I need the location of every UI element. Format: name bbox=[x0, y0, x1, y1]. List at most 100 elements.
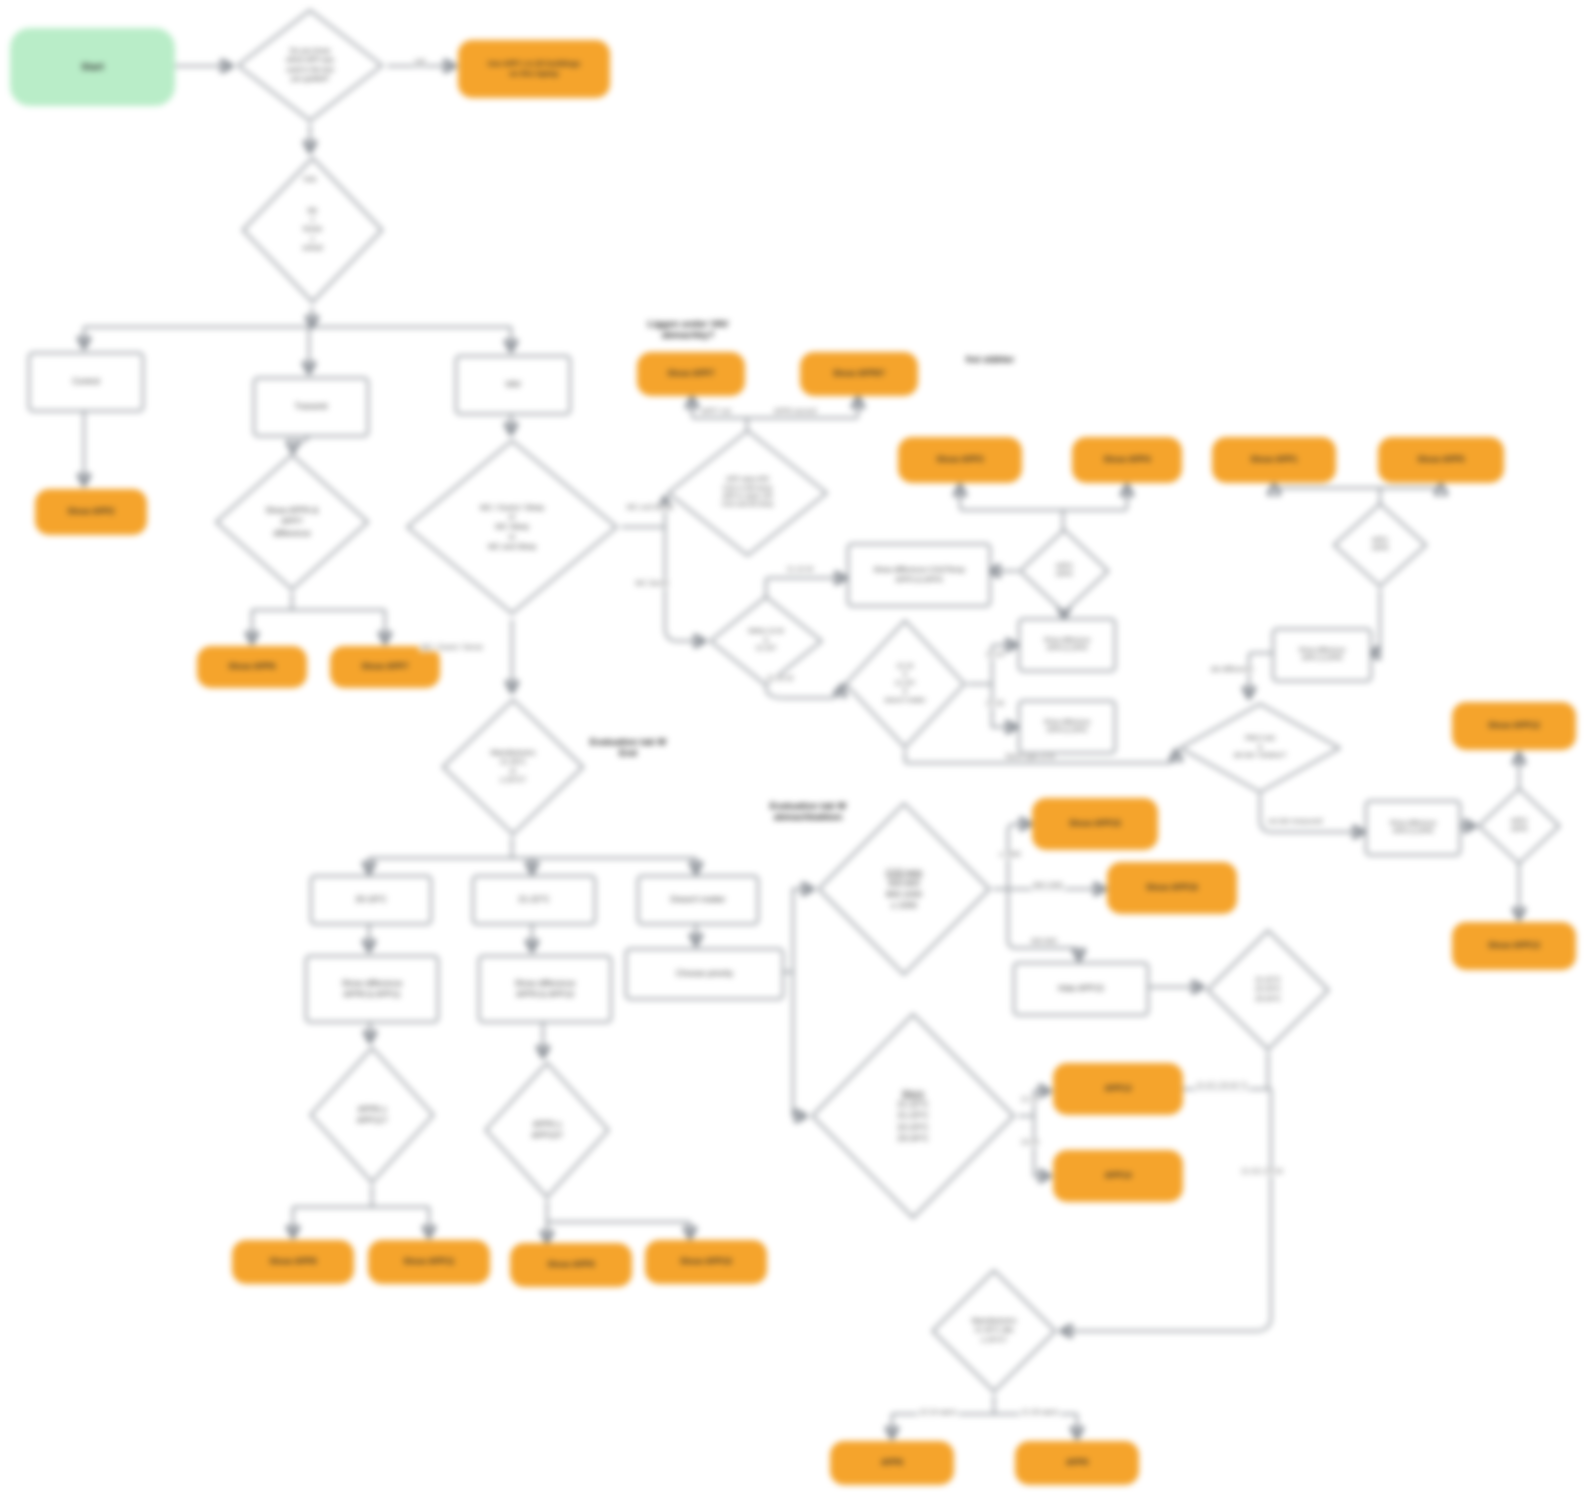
edge-label-app8-second: APP8 second bbox=[771, 408, 819, 416]
box-show-diff-app4-2[interactable]: Show difference APP4 & APP2 bbox=[1018, 700, 1116, 754]
edge-label-same-type: Same type of W bbox=[1003, 753, 1057, 761]
decision-co2-temp-values[interactable]: APP value 600 CO2 in 600 temp APP to val… bbox=[665, 428, 830, 558]
node-label: Show difference APP9 & APP10 bbox=[514, 977, 576, 999]
action-show-app4[interactable]: Show APP4 bbox=[1072, 437, 1182, 483]
decision-temp-bands[interactable]: 21-22°C 22-23°C 23-24°C bbox=[1205, 928, 1331, 1052]
action-app9[interactable]: APP9 bbox=[1015, 1441, 1139, 1485]
decision-room-type[interactable]: WC / Guest / Sleep or WC Sleep or WC and… bbox=[403, 437, 621, 617]
box-vav[interactable]: VAV bbox=[455, 355, 571, 415]
box-show-diff-app3-4[interactable]: Show difference APP3 & APP4 bbox=[1018, 618, 1116, 672]
node-label: APP14 bbox=[1104, 1170, 1132, 1181]
node-label: Show APP9 bbox=[547, 1259, 595, 1270]
node-label: Manufacturers 21-26°C or ≥ 24°C? bbox=[490, 749, 536, 785]
action-show-app1[interactable]: Show APP1 bbox=[1212, 437, 1336, 483]
action-show-app16[interactable]: Show APP16 bbox=[1107, 862, 1237, 914]
diamond-shape bbox=[240, 155, 385, 305]
decision-app8-ge-app11[interactable]: APP8 ≥ APP11? bbox=[308, 1045, 436, 1185]
action-show-app3[interactable]: Show APP3 bbox=[898, 437, 1022, 483]
action-show-app9[interactable]: Show APP9 bbox=[510, 1243, 632, 1287]
diamond-shape bbox=[665, 428, 830, 558]
node-label: Transmit bbox=[294, 401, 328, 412]
node-label: Show APP7 bbox=[667, 368, 715, 379]
box-show-diff-app8-11[interactable]: Show difference APP8 & APP11 bbox=[305, 955, 439, 1023]
node-label: APP value 600 CO2 in 600 temp APP to val… bbox=[721, 476, 774, 509]
box-20-19c[interactable]: 20-19°C bbox=[310, 875, 432, 925]
box-21-22c[interactable]: 21-22°C bbox=[472, 875, 596, 925]
box-control[interactable]: Control bbox=[28, 352, 144, 412]
node-label: Show difference CO2/Temp APP3 & APP4 bbox=[873, 565, 965, 584]
node-label: Doesn't matter bbox=[670, 894, 726, 905]
action-use-app12[interactable]: Use APP 1 & 2/3 buildings on this laptop bbox=[458, 40, 610, 98]
action-show-app6[interactable]: Show APP6 bbox=[197, 646, 307, 688]
action-app13[interactable]: APP13 bbox=[1053, 1063, 1183, 1115]
decision-three-way[interactable]: 22-23 & 21-24? & doesn't matter bbox=[843, 618, 967, 750]
diamond-shape bbox=[1477, 787, 1561, 865]
action-show-app12[interactable]: Show APP12 bbox=[1452, 702, 1576, 750]
action-show-app2[interactable]: Show APP2 bbox=[35, 489, 147, 535]
edge-label-23-24: 23-24 bbox=[1019, 1139, 1041, 1147]
decision-app2-app5[interactable]: APP2 APP5 bbox=[1477, 787, 1561, 865]
decision-manufacturers-abs[interactable]: Manufacturers 21-26°C abs ≥ 24°C? bbox=[930, 1268, 1058, 1394]
node-label: Manufacturers 21-26°C abs ≥ 24°C? bbox=[971, 1318, 1017, 1344]
decision-know-app[interactable]: Do you know which APP was used in the te… bbox=[235, 8, 385, 123]
diamond-shape bbox=[308, 1045, 436, 1185]
box-transmit[interactable]: Transmit bbox=[253, 377, 369, 437]
diamond-shape bbox=[483, 1060, 611, 1200]
edge-label-wc-und-sense: WC und Sense bbox=[624, 504, 676, 512]
node-label: NK v house v school bbox=[302, 208, 323, 252]
node-label: Show APP11 bbox=[403, 1256, 455, 1267]
diamond-shape bbox=[403, 437, 621, 617]
action-show-app8-vav[interactable]: Show APP8? bbox=[800, 352, 918, 396]
node-label: Show APP2 bbox=[67, 506, 115, 517]
edge-label-800-1000: 800-1000 bbox=[1031, 882, 1065, 890]
box-hide-app15[interactable]: Hide APP15 bbox=[1013, 962, 1149, 1016]
action-show-app5[interactable]: Show APP5 bbox=[1378, 437, 1504, 483]
decision-pm25[interactable]: PM2.5 det & det det / Outdoor? bbox=[1177, 702, 1343, 794]
diamond-shape bbox=[213, 452, 371, 592]
decision-app9-ge-app10[interactable]: APP9 ≥ APP10? bbox=[483, 1060, 611, 1200]
diamond-shape bbox=[708, 595, 824, 687]
decision-app6-app7-diff[interactable]: Show APP6 & APP7 difference bbox=[213, 452, 371, 592]
action-show-app11[interactable]: Show APP11 bbox=[368, 1240, 490, 1284]
box-choose-priority[interactable]: Choose priority bbox=[625, 948, 784, 1000]
diamond-shape bbox=[808, 1010, 1018, 1222]
node-label: WC / Guest / Sleep or WC Sleep or WC and… bbox=[479, 502, 545, 551]
decision-app3-app4[interactable]: APP3 APP4 bbox=[1018, 528, 1110, 614]
node-label: Show APP5 bbox=[1417, 454, 1465, 465]
decision-manufacturers-temp[interactable]: Manufacturers 21-26°C or ≥ 24°C? bbox=[440, 697, 586, 837]
action-show-app7[interactable]: Show APP7 bbox=[330, 646, 440, 688]
edge-label-21-26: 21-26 bbox=[984, 700, 1006, 708]
box-doesnt-matter[interactable]: Doesn't matter bbox=[637, 875, 759, 925]
node-label: Show APP8? bbox=[832, 368, 886, 379]
node-label: 21-22°C 22-23°C 23-24°C bbox=[1255, 977, 1281, 1003]
decision-app1-app5[interactable]: APP1 APP5 bbox=[1332, 502, 1428, 588]
decision-system-type[interactable]: NK v house v school bbox=[240, 155, 385, 305]
edge-label-22-24w: 22-24 W bbox=[764, 675, 796, 683]
box-show-diff-app2-5[interactable]: Show difference APP2 & APP5 bbox=[1365, 800, 1461, 856]
action-show-app10[interactable]: Show APP10 bbox=[645, 1240, 767, 1284]
node-label: Show APP10 bbox=[680, 1256, 732, 1267]
action-show-app8[interactable]: Show APP8 bbox=[232, 1240, 354, 1284]
node-label: Within 22-W & 21-24? bbox=[748, 628, 784, 653]
edge-label-21-24w: 21-24 W bbox=[784, 566, 816, 574]
annotation-eval-end: Evaluation tab W End bbox=[589, 737, 667, 759]
node-label: 22-23 & 21-24? & doesn't matter bbox=[884, 662, 926, 704]
edge-label-wc-sense: WC Sense bbox=[633, 580, 671, 588]
node-start[interactable]: Start bbox=[10, 28, 175, 106]
edge-label-not-det-measured: not det measured bbox=[1265, 818, 1325, 826]
edge-label-21-24: 21-24 bbox=[984, 651, 1006, 659]
box-show-diff-co2temp[interactable]: Show difference CO2/Temp APP3 & APP4 bbox=[847, 543, 991, 607]
action-app6[interactable]: APP6 bbox=[830, 1441, 954, 1485]
action-app14[interactable]: APP14 bbox=[1053, 1150, 1183, 1202]
annotation-vav-note: Liggen under VAV abmachby? bbox=[647, 319, 729, 341]
action-show-app15[interactable]: Show APP15 bbox=[1032, 798, 1158, 850]
decision-similar[interactable]: Within 22-W & 21-24? bbox=[708, 595, 824, 687]
action-show-app7-vav[interactable]: Show APP7 bbox=[637, 352, 745, 396]
box-show-diff-app9-10[interactable]: Show difference APP9 & APP10 bbox=[478, 955, 612, 1023]
node-label: Hide APP15 bbox=[1058, 983, 1104, 994]
action-show-app13[interactable]: Show APP13 bbox=[1452, 922, 1576, 970]
box-show-diff-app1-5[interactable]: Show difference APP1 & APP5 bbox=[1272, 628, 1372, 682]
